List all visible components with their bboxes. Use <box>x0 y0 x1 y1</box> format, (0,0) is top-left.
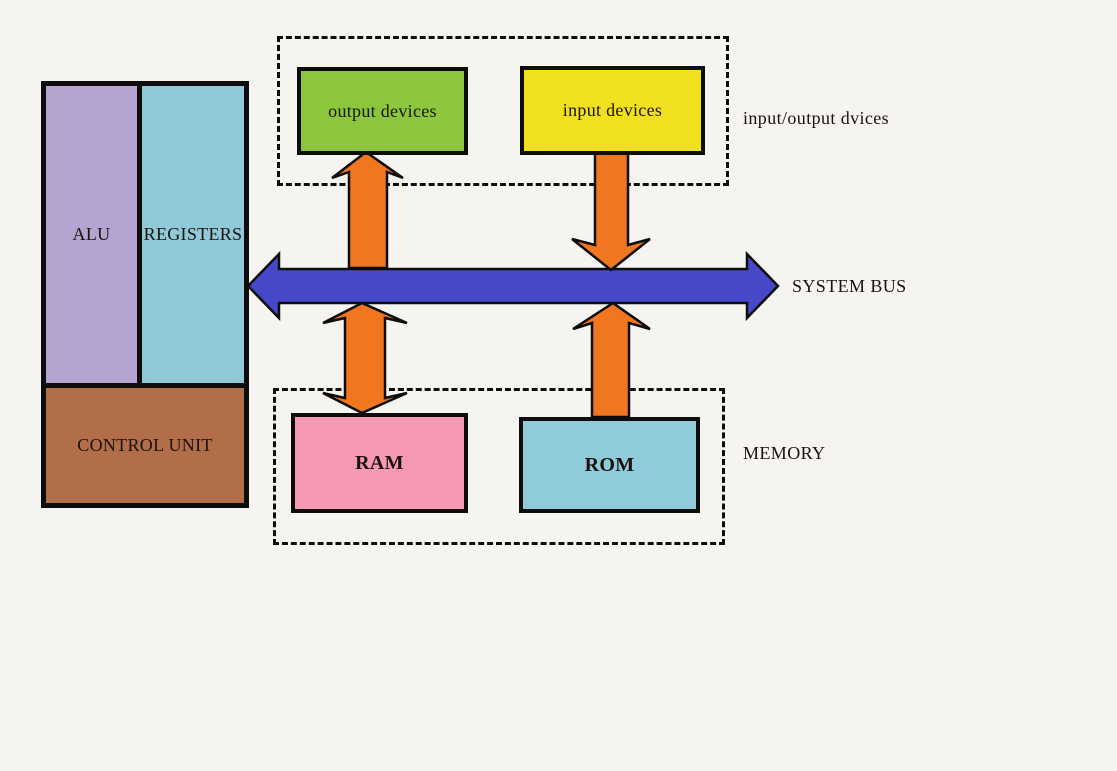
cpu-block: ALU REGISTERS CONTROL UNIT <box>41 81 249 508</box>
rom-to-bus-arrow <box>572 301 651 419</box>
memory-group-box <box>273 388 725 545</box>
down-arrow-shape <box>571 151 651 272</box>
input-devices-box: input devices <box>520 66 705 155</box>
bus-ram-arrow <box>322 301 408 415</box>
up-arrow-shape <box>331 150 404 270</box>
rom-box: ROM <box>519 417 700 513</box>
registers-box: REGISTERS <box>142 86 244 383</box>
control-unit-box: CONTROL UNIT <box>46 383 244 503</box>
io-devices-group-label: input/output dvices <box>743 108 890 128</box>
rom-label: ROM <box>584 453 635 476</box>
control-unit-label: CONTROL UNIT <box>77 435 213 455</box>
input-devices-to-bus-arrow <box>571 151 651 272</box>
system-bus-arrow <box>246 250 780 322</box>
cpu-upper-section: ALU REGISTERS <box>46 86 244 383</box>
bus-to-output-devices-arrow <box>331 150 404 270</box>
memory-group-label: MEMORY <box>743 443 826 463</box>
output-devices-box: output devices <box>297 67 468 155</box>
registers-label: REGISTERS <box>143 224 243 244</box>
ram-label: RAM <box>355 451 404 474</box>
up-arrow-shape <box>572 301 651 419</box>
alu-box: ALU <box>46 86 142 383</box>
input-devices-label: input devices <box>562 100 663 120</box>
double-arrow-shape <box>322 301 408 415</box>
system-bus-shape <box>246 250 780 322</box>
output-devices-label: output devices <box>328 100 437 121</box>
alu-label: ALU <box>72 224 111 244</box>
system-bus-label: SYSTEM BUS <box>792 276 907 296</box>
io-devices-group-box <box>277 36 729 186</box>
ram-box: RAM <box>291 413 468 513</box>
